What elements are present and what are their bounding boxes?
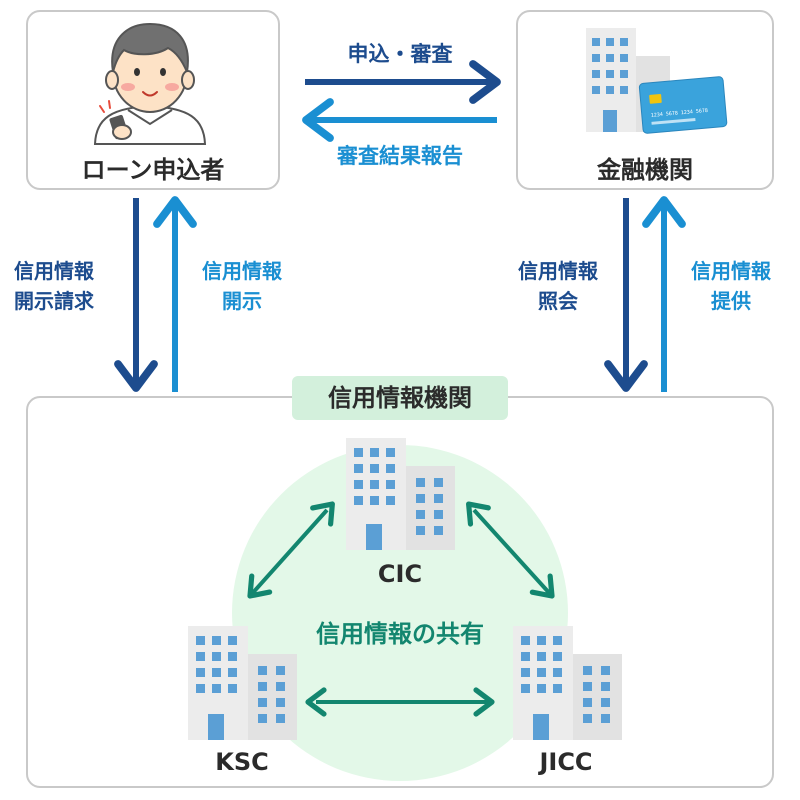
inquiry-label-line-1: 信用情報 bbox=[518, 259, 598, 283]
cic-jicc-arrow bbox=[466, 501, 555, 599]
inquiry-label-line-2: 照会 bbox=[538, 289, 578, 313]
disclose-label-line-2: 開示 bbox=[222, 289, 262, 313]
review-result-label: 審査結果報告 bbox=[337, 144, 463, 168]
request-label-line-2: 開示請求 bbox=[14, 289, 94, 313]
credit-bureau-title: 信用情報機関 bbox=[292, 376, 508, 420]
apply-review-label: 申込・審査 bbox=[347, 42, 453, 66]
request-label-left: 信用情報 開示請求 bbox=[14, 256, 94, 316]
agency-label-jicc: JICC bbox=[539, 748, 593, 776]
provide-label-right: 信用情報 提供 bbox=[672, 256, 790, 316]
disclose-label-line-1: 信用情報 bbox=[202, 259, 282, 283]
request-label-line-1: 信用情報 bbox=[14, 259, 94, 283]
applicant-label: ローン申込者 bbox=[81, 156, 225, 184]
provide-label-line-2: 提供 bbox=[711, 289, 751, 313]
financial-institution-label: 金融機関 bbox=[597, 156, 693, 184]
cic-building-icon bbox=[346, 438, 455, 550]
building-windows bbox=[592, 38, 628, 132]
provide-label-line-1: 信用情報 bbox=[691, 259, 771, 283]
card-number: 1234 5678 1234 5678 bbox=[651, 108, 709, 119]
inquiry-label-right: 信用情報 照会 bbox=[498, 256, 618, 316]
cic-ksc-arrow bbox=[247, 501, 335, 599]
ksc-building-icon bbox=[188, 626, 297, 740]
person-with-phone-icon bbox=[93, 22, 207, 145]
agency-label-cic: CIC bbox=[377, 560, 423, 588]
agency-label-ksc: KSC bbox=[215, 748, 269, 776]
sharing-label: 信用情報の共有 bbox=[316, 620, 484, 648]
credit-card-icon: 1234 5678 1234 5678 bbox=[638, 76, 728, 134]
disclose-label-left: 信用情報 開示 bbox=[184, 256, 300, 316]
jicc-building-icon bbox=[513, 626, 622, 740]
